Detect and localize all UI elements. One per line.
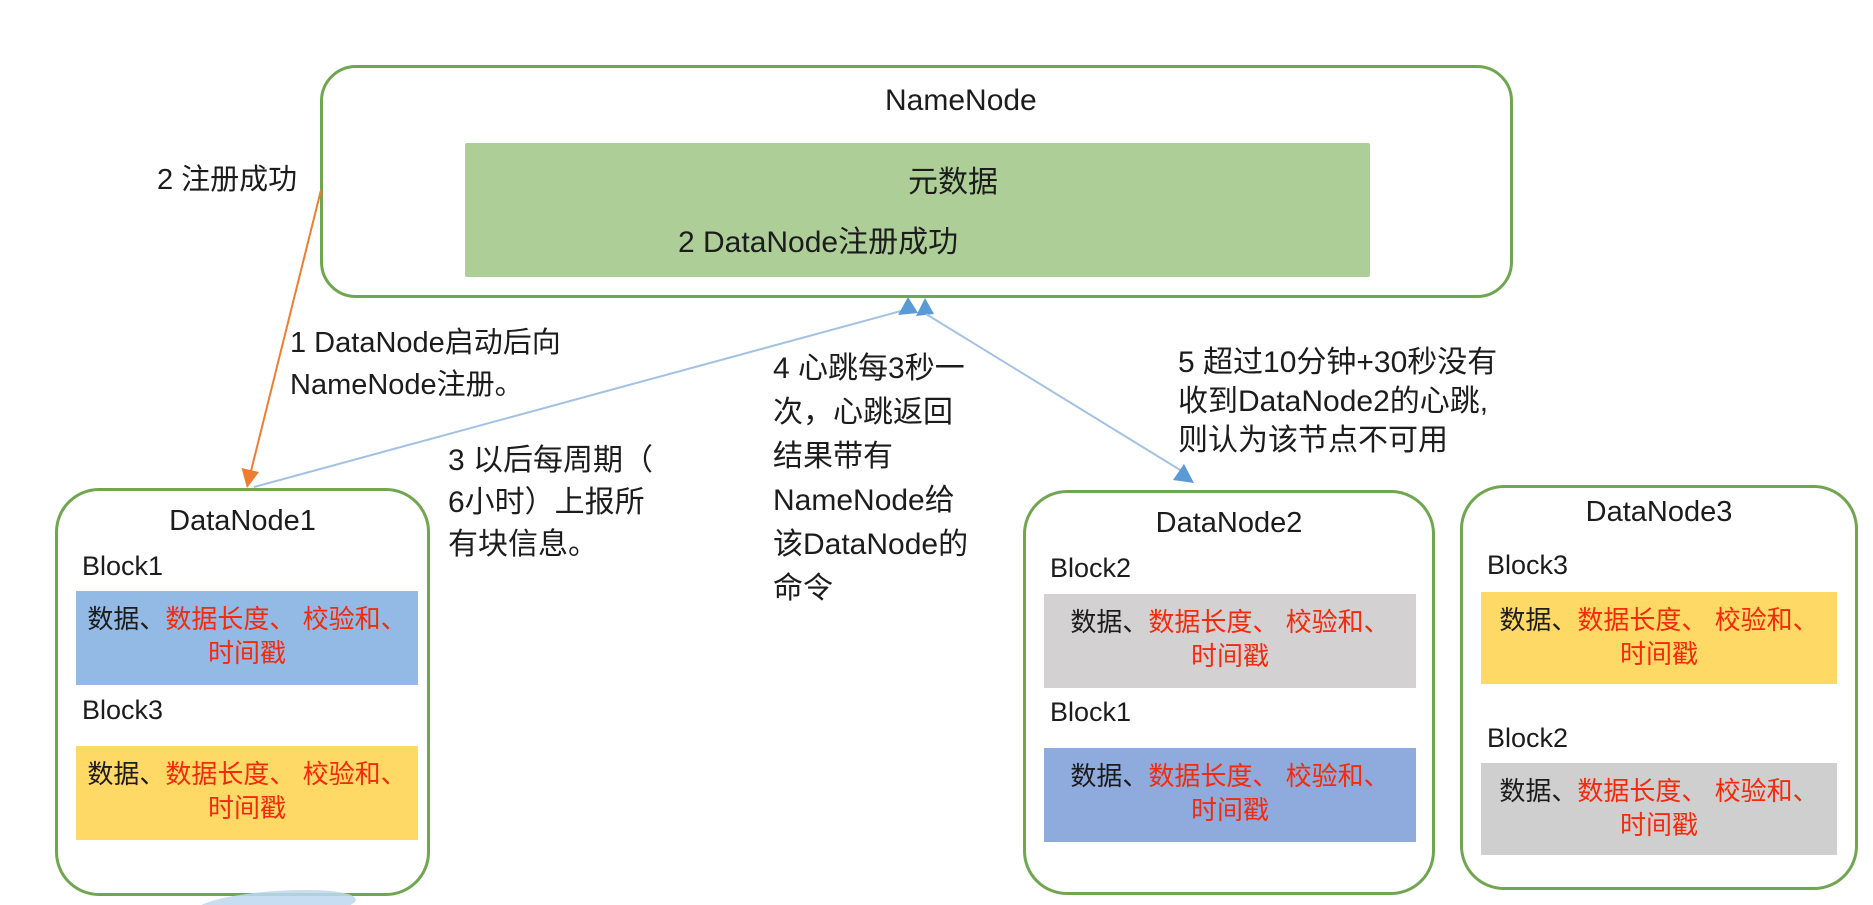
block-box: 数据、数据长度、 校验和、 时间戳 — [1481, 763, 1837, 855]
datanode2-title: DataNode2 — [1155, 507, 1303, 539]
datanode3-box: DataNode3 Block3 数据、数据长度、 校验和、 时间戳 Block… — [1460, 485, 1858, 890]
metadata-label: 元数据 — [908, 166, 998, 199]
datanode1-title: DataNode1 — [169, 505, 316, 537]
block-box: 数据、数据长度、 校验和、 时间戳 — [76, 591, 418, 685]
annotation-step1-register: 1 DataNode启动后向 NameNode注册。 — [290, 327, 561, 401]
datanode3-title: DataNode3 — [1585, 496, 1733, 528]
annotation-step5-timeout: 5 超过10分钟+30秒没有 收到DataNode2的心跳, 则认为该节点不可用 — [1178, 346, 1498, 457]
namenode-title: NameNode — [885, 84, 1037, 117]
heartbeat-up-arrowhead — [898, 297, 918, 315]
block-label: Block2 — [1487, 723, 1569, 753]
datanode2-box: DataNode2 Block2 数据、数据长度、 校验和、 时间戳 Block… — [1023, 490, 1435, 895]
datanode-register-success-label: 2 DataNode注册成功 — [678, 226, 959, 259]
block-label: Block1 — [82, 551, 164, 581]
block-label: Block3 — [82, 695, 164, 725]
metadata-box: 元数据 2 DataNode注册成功 — [465, 143, 1370, 277]
block-box: 数据、数据长度、 校验和、 时间戳 — [1481, 592, 1837, 684]
datanode1-box: DataNode1 Block1 数据、数据长度、 校验和、 时间戳 Block… — [55, 488, 430, 896]
annotation-step4-heartbeat: 4 心跳每3秒一 次，心跳返回 结果带有 NameNode给 该DataNode… — [773, 352, 969, 605]
register-success-arrowhead — [241, 468, 259, 488]
block-label: Block1 — [1050, 697, 1132, 727]
annotation-step2-register-success: 2 注册成功 — [157, 164, 298, 196]
block-box: 数据、数据长度、 校验和、 时间戳 — [76, 746, 418, 840]
block-label: Block3 — [1487, 550, 1569, 580]
annotation-step3-block-report: 3 以后每周期（ 6小时）上报所 有块信息。 — [448, 444, 654, 561]
namenode-up-arrowhead — [916, 298, 934, 316]
namenode-box: NameNode 元数据 2 DataNode注册成功 — [320, 65, 1513, 298]
block-box: 数据、数据长度、 校验和、 时间戳 — [1044, 748, 1416, 842]
block-label: Block2 — [1050, 553, 1132, 583]
timeout-down-arrowhead — [1173, 464, 1194, 483]
block-box: 数据、数据长度、 校验和、 时间戳 — [1044, 594, 1416, 688]
